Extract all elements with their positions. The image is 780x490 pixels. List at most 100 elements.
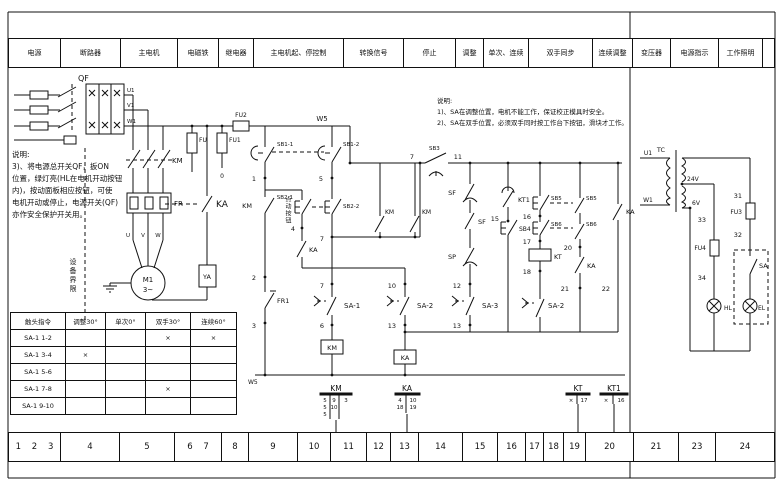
sa-switch-label: SA	[759, 262, 768, 270]
ka-contact-label: KA	[587, 262, 596, 270]
zone-cell: 16	[498, 433, 526, 461]
phase-label: U1	[644, 150, 652, 157]
wire-number: 13	[388, 322, 396, 330]
note-line: 2)、SA在双手位置，必须双手同时按工作台下按钮，滑块才工作。	[437, 119, 628, 128]
title-cell: 电源指示	[671, 39, 719, 67]
km-label: KM	[172, 157, 183, 165]
motor-type: 3~	[143, 286, 153, 294]
zone-cell: 5	[120, 433, 175, 461]
wire-number: 32	[734, 231, 742, 239]
title-cell: 停止	[404, 39, 456, 67]
wire-number: 0	[220, 173, 224, 180]
sa-row-label: SA-1 7-8	[10, 380, 66, 398]
title-cell: 工作照明	[719, 39, 763, 67]
wire-number: 2	[252, 274, 256, 282]
title-cell: 继电器	[219, 39, 254, 67]
km-coil-label: KM	[327, 344, 337, 352]
zone-cell: 24	[739, 442, 751, 452]
xref-cell: 5	[323, 398, 327, 404]
sb3-label: SB3	[429, 146, 440, 152]
title-cell: 转换信号	[344, 39, 404, 67]
el-label: EL	[758, 305, 766, 312]
sb4-label: SB4	[519, 226, 531, 233]
sa2-label: SA-2	[548, 302, 564, 310]
sb2-1-label: SB2-1	[277, 195, 293, 201]
kt1-contact-label: KT1	[518, 196, 530, 204]
ka-coil	[393, 349, 417, 365]
tap-6v-label: 6V	[692, 200, 701, 207]
dashed-links	[71, 84, 573, 320]
title-cell: 单次、连续	[484, 39, 529, 67]
qf-label: QF	[78, 74, 89, 83]
lamp-hl-symbol	[706, 298, 722, 314]
sf-label: SF	[448, 189, 456, 197]
table-row: SA-1 5-6	[10, 363, 237, 381]
sa-mark	[145, 363, 191, 381]
sa-mark	[145, 346, 191, 364]
title-cell: 连续调整	[593, 39, 633, 67]
equipment-boundary-label: 设备界限	[69, 258, 77, 294]
wire-number: 20	[564, 244, 572, 252]
zone-cell: 23	[679, 433, 716, 461]
sa-mark	[145, 397, 191, 415]
sa-mark	[65, 329, 106, 347]
sa-table-header: 双手30°	[145, 312, 191, 330]
km-coil	[320, 339, 344, 355]
hl-label: HL	[724, 305, 733, 312]
note-line: 1)、SA在调整位置，电机不能工作，保证校正模具时安全。	[437, 108, 609, 117]
zone-cell: 13	[391, 433, 419, 461]
note-heading: 说明:	[12, 150, 30, 159]
sa3-label: SA-3	[482, 302, 498, 310]
motor-terminal: W	[155, 233, 161, 239]
sb6-label: SB6	[586, 222, 597, 228]
wire-number: 31	[734, 192, 742, 200]
thermal-element	[159, 196, 169, 210]
fuse-fu-symbol	[186, 132, 198, 154]
lamp-el-symbol	[742, 298, 758, 314]
zone-cell: 10	[298, 433, 331, 461]
fuse-fu4-symbol	[709, 239, 720, 257]
title-cell: 电源	[9, 39, 61, 67]
km-aux-label: KM	[242, 202, 252, 210]
wire-number: 4	[291, 225, 295, 233]
table-row: SA-1 9-10	[10, 397, 237, 415]
phase-label: W1	[127, 119, 136, 125]
xref-cell: 18	[397, 405, 404, 411]
wiring-lines	[14, 84, 758, 432]
sa-mark	[65, 380, 106, 398]
zone-cell: 17	[526, 433, 544, 461]
zone-cell: 4	[61, 433, 120, 461]
zone-cell: 8	[222, 433, 249, 461]
phase-label: U1	[127, 88, 135, 94]
motor-symbol	[130, 265, 166, 301]
fuse-fu2-symbol	[232, 120, 250, 132]
jog-button-label: 点动按钮	[284, 196, 291, 224]
sa-mark	[65, 397, 106, 415]
fuse-symbol	[29, 121, 49, 131]
sb5-label: SB5	[586, 196, 597, 202]
xref-cell: 16	[618, 398, 625, 404]
note-line: 位置，绿灯亮(HL在电机开动按钮	[12, 174, 123, 183]
km-selfhold-label: KM	[385, 209, 394, 216]
wire-number: 16	[523, 213, 531, 221]
sa-mark: ×	[65, 346, 106, 364]
motor-terminal: U	[126, 233, 130, 239]
km-selfhold-label: KM	[422, 209, 431, 216]
wire-number: 1	[252, 175, 256, 183]
note-right: 说明: 1)、SA在调整位置，电机不能工作，保证校正模具时安全。 2)、SA在双…	[437, 96, 632, 129]
title-cell: 双手同步	[529, 39, 593, 67]
fr-label: FR	[174, 200, 183, 208]
wire-number: 10	[388, 282, 396, 290]
motor-name: M1	[143, 276, 154, 284]
title-cell	[763, 39, 774, 67]
wire-number: 11	[454, 153, 462, 161]
zone-cell: 18	[544, 433, 564, 461]
note-line: 3)、将电源总开关QF，扳ON	[12, 162, 109, 171]
title-cell: 断路器	[61, 39, 121, 67]
note-left: 说明: 3)、将电源总开关QF，扳ON 位置，绿灯亮(HL在电机开动按钮 内)，…	[12, 149, 142, 221]
zone-cell: 19	[564, 433, 586, 461]
fu4-label: FU4	[694, 245, 706, 252]
junction-dots	[190, 124, 692, 377]
